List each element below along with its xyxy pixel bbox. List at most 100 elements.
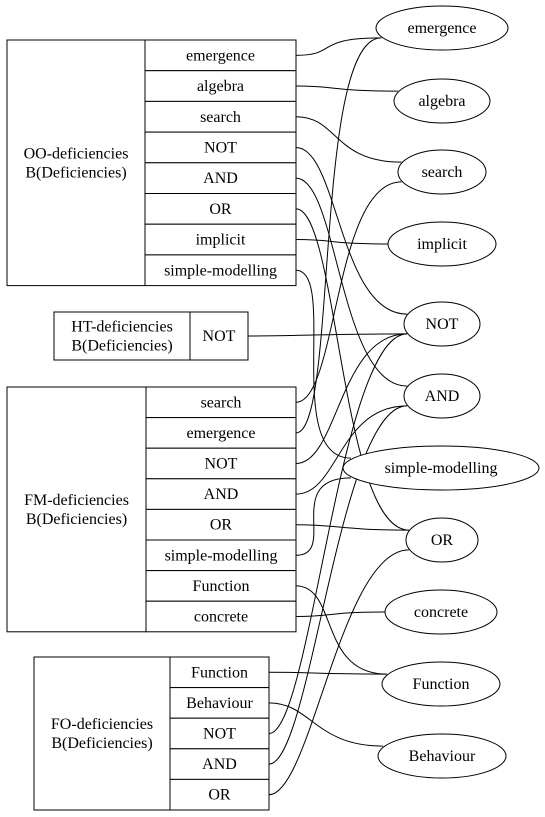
edge-fm-concrete-to-concrete: [295, 611, 390, 617]
record-field-implicit: implicit: [196, 232, 246, 249]
node-label: implicit: [417, 236, 467, 253]
edge-fm-not-to-not: [295, 333, 408, 464]
node-emergence: emergence: [375, 5, 509, 51]
record-field-function: Function: [193, 578, 250, 595]
node-label: algebra: [418, 93, 465, 110]
record-field-search: search: [201, 394, 242, 411]
node-label: NOT: [426, 316, 459, 333]
node-and: AND: [403, 373, 481, 419]
edge-fo-not-to-not: [268, 333, 408, 734]
record-field-cell: [169, 717, 270, 750]
record-field-and: AND: [203, 170, 238, 187]
record-field-function: Function: [191, 664, 248, 681]
node-ellipse: [384, 589, 498, 635]
record-field-and: AND: [202, 756, 237, 773]
node-ellipse: [405, 517, 479, 563]
node-search: search: [397, 149, 487, 195]
record-field-emergence: emergence: [186, 47, 255, 64]
record-field-search: search: [200, 109, 241, 126]
edge-oo-algebra-to-algebra: [295, 85, 398, 92]
node-ellipse: [387, 221, 497, 267]
node-ellipse: [375, 5, 509, 51]
record-title-line: OO-deficiencies: [24, 145, 129, 162]
edge-fo-or-to-or: [268, 549, 409, 796]
node-label: AND: [425, 388, 460, 405]
node-implicit: implicit: [387, 221, 497, 267]
record-fm: FM-deficienciesB(Deficiencies)searchemer…: [6, 386, 297, 633]
record-field-algebra: algebra: [197, 78, 244, 95]
record-field-simple-modelling: simple-modelling: [165, 547, 278, 564]
record-field-cell: [144, 162, 297, 195]
record-field-cell: [144, 131, 297, 164]
record-title-cell: [33, 656, 171, 811]
node-or: OR: [405, 517, 479, 563]
edge-fo-behaviour-to-behaviour: [268, 702, 384, 747]
edge-ht-not-to-not: [247, 333, 408, 337]
record-field-or: OR: [209, 201, 232, 218]
record-field-cell: [145, 600, 297, 633]
record-field-cell: [145, 508, 297, 541]
edge-oo-and-to-and: [295, 177, 408, 387]
record-title-line: FO-deficiencies: [51, 716, 153, 733]
record-title-cell: [6, 39, 146, 287]
node-ellipse: [403, 301, 481, 347]
record-field-not: NOT: [204, 139, 237, 156]
node-behaviour: Behaviour: [377, 733, 507, 779]
edge-oo-implicit-to-implicit: [295, 239, 393, 245]
record-field-cell: [169, 748, 270, 780]
edge-fm-or-to-or: [295, 524, 409, 531]
edge-fm-simple-modelling-to-simple-modelling: [295, 477, 351, 556]
record-title-line: B(Deficiencies): [25, 164, 126, 181]
edge-fm-search-to-search: [295, 181, 402, 403]
node-label: simple-modelling: [385, 460, 498, 477]
node-ellipse: [393, 78, 491, 124]
node-not: NOT: [403, 301, 481, 347]
node-ellipse: [397, 149, 487, 195]
node-concrete: concrete: [384, 589, 498, 635]
edge-oo-or-to-or: [295, 208, 409, 531]
record-field-cell: [189, 311, 249, 361]
record-field-cell: [145, 570, 297, 602]
node-label: concrete: [414, 604, 468, 621]
edge-oo-simple-modelling-to-simple-modelling: [295, 269, 351, 459]
record-title-line: HT-deficiencies: [71, 319, 173, 336]
node-label: Behaviour: [409, 748, 476, 765]
node-simple-modelling: simple-modelling: [342, 445, 540, 491]
node-label: emergence: [408, 20, 477, 37]
record-field-concrete: concrete: [194, 609, 248, 626]
node-label: search: [422, 164, 463, 181]
record-field-cell: [144, 193, 297, 225]
node-label: Function: [413, 676, 470, 693]
record-field-cell: [145, 447, 297, 480]
edge-fo-function-to-function: [268, 671, 387, 675]
record-field-cell: [145, 478, 297, 510]
edge-oo-emergence-to-emergence: [295, 37, 382, 56]
record-title-line: B(Deficiencies): [26, 511, 127, 528]
node-ellipse: [377, 733, 507, 779]
record-title-line: B(Deficiencies): [71, 338, 172, 355]
record-title-line: B(Deficiencies): [51, 735, 152, 752]
record-field-and: AND: [204, 486, 239, 503]
record-field-cell: [169, 778, 270, 811]
record-field-cell: [145, 386, 297, 419]
edge-fo-and-to-and: [268, 405, 408, 765]
edge-fm-emergence-to-emergence: [295, 37, 382, 434]
record-field-simple-modelling: simple-modelling: [164, 262, 277, 279]
record-field-not: NOT: [203, 328, 236, 345]
node-ellipse: [403, 373, 481, 419]
edge-fm-and-to-and: [295, 405, 408, 495]
edge-fm-function-to-function: [295, 585, 387, 675]
record-field-or: OR: [208, 787, 231, 804]
node-function: Function: [381, 661, 501, 707]
node-label: OR: [431, 532, 454, 549]
record-field-cell: [144, 100, 297, 133]
edge-oo-not-to-not: [295, 146, 408, 315]
record-field-cell: [169, 656, 270, 689]
record-field-cell: [145, 539, 297, 572]
node-ellipse: [342, 445, 540, 491]
